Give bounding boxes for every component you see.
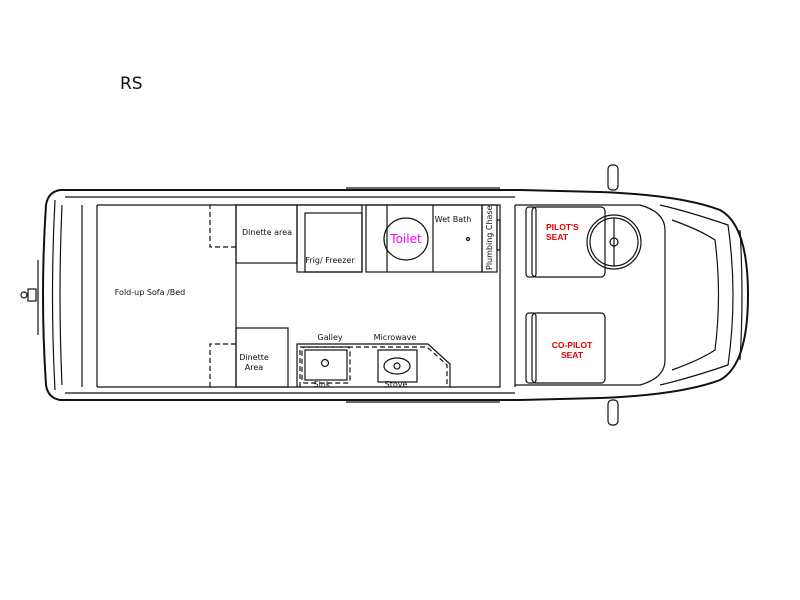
frig-freezer: Frig/ Freezer [296, 204, 363, 273]
copilot-seat-label-2: SEAT [561, 350, 584, 360]
copilot-seat-label-1: CO-PILOT [552, 340, 593, 350]
copilot-seat: CO-PILOT SEAT [525, 312, 606, 384]
sofa-bed-label: Fold-up Sofa /Bed [115, 288, 186, 297]
rear-hitch [20, 260, 39, 335]
dinette-upper-label: Dinette area [242, 228, 292, 237]
microwave-label: Microwave [374, 333, 417, 342]
drain-icon [465, 236, 471, 242]
wet-bath-label: Wet Bath [435, 215, 472, 224]
frig-label: Frig/ Freezer [305, 256, 355, 265]
galley: Galley Microwave Sink Stove [296, 333, 451, 389]
dinette-lower-label-1: Dinette [239, 353, 269, 362]
pilot-seat-label-1: PILOT'S [546, 222, 579, 232]
toilet-label: Toilet [389, 232, 422, 246]
toilet-icon [383, 217, 429, 261]
floorplan-title: RS [120, 74, 143, 94]
dinette-lower: Dinette Area [209, 327, 289, 388]
plumbing-chase: Plumbing Chase [481, 204, 501, 273]
steering-wheel-icon [586, 214, 642, 270]
pilot-seat: PILOT'S SEAT [525, 206, 606, 278]
dinette-upper: Dinette area [209, 204, 298, 264]
wet-bath: Toilet Wet Bath [365, 204, 483, 273]
sink-label: Sink [313, 380, 330, 389]
cab [514, 164, 743, 426]
stove [377, 349, 418, 383]
dinette-lower-label-2: Area [245, 363, 264, 372]
galley-label: Galley [317, 333, 342, 342]
pilot-seat-label-2: SEAT [546, 232, 569, 242]
sink-basin [304, 349, 348, 381]
sink-drain-icon [320, 358, 330, 368]
mirror-left [607, 164, 619, 191]
stove-label: Stove [385, 380, 408, 389]
plumbing-chase-label: Plumbing Chase [485, 205, 494, 270]
mirror-right [607, 399, 619, 426]
